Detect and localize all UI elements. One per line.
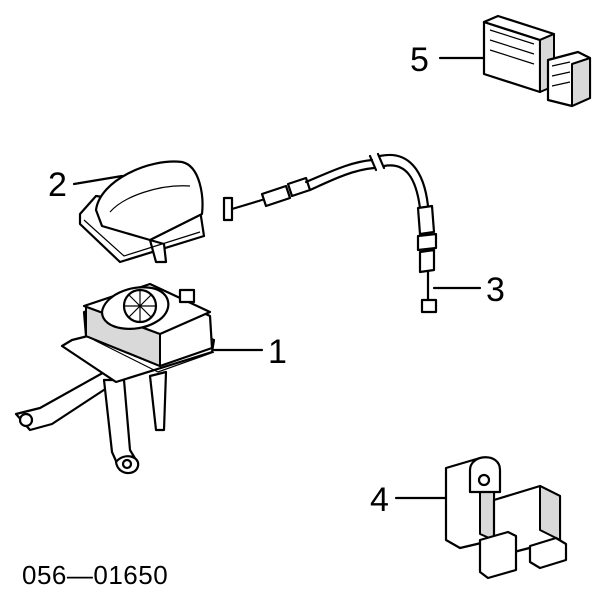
part-1-actuator bbox=[14, 282, 216, 475]
part-3-cable bbox=[222, 152, 438, 314]
part-4-bracket bbox=[444, 456, 568, 580]
callout-label-5: 5 bbox=[410, 41, 429, 79]
part-5-switch bbox=[482, 14, 592, 108]
callout-5: 5 bbox=[410, 41, 486, 79]
part-2-cover bbox=[78, 160, 206, 264]
callout-1: 1 bbox=[212, 333, 287, 371]
callout-label-4: 4 bbox=[370, 481, 389, 519]
callout-3: 3 bbox=[432, 271, 505, 309]
part-number: 056—01650 bbox=[22, 560, 168, 590]
callout-label-3: 3 bbox=[486, 271, 505, 309]
callout-label-2: 2 bbox=[48, 166, 67, 204]
callout-4: 4 bbox=[370, 481, 448, 519]
callout-label-1: 1 bbox=[268, 333, 287, 371]
callout-2: 2 bbox=[48, 166, 124, 204]
